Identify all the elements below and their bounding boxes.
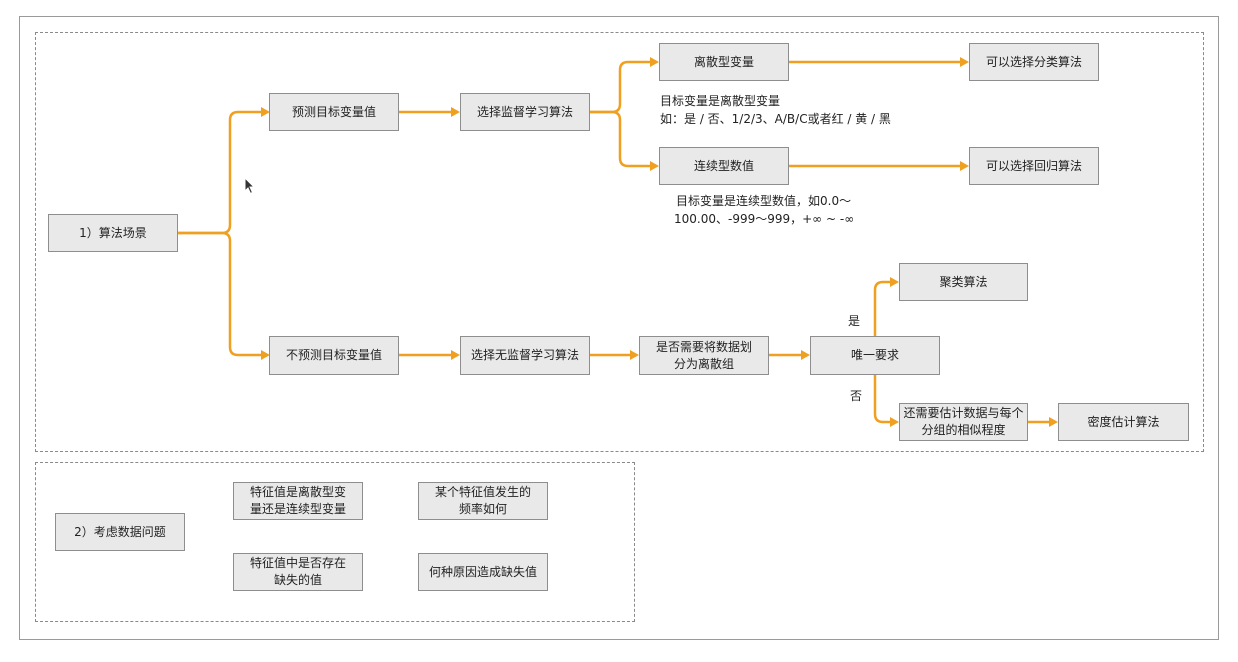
node-unsupervised[interactable]: 选择无监督学习算法 [460,336,590,375]
node-classification[interactable]: 可以选择分类算法 [969,43,1099,81]
node-regression[interactable]: 可以选择回归算法 [969,147,1099,185]
node-split-groups[interactable]: 是否需要将数据划分为离散组 [639,336,769,375]
node-continuous-value[interactable]: 连续型数值 [659,147,789,185]
edge-unique-clustering [873,280,891,336]
continuous-note-line-2: 100.00、-999～999，+∞ ~ -∞ [674,212,855,226]
node-feature-type[interactable]: 特征值是离散型变量还是连续型变量 [233,482,363,520]
arrowhead [960,161,969,171]
edge-scene-no-predict [178,231,262,357]
arrowhead [1049,417,1058,427]
edge-scene-predict [178,110,262,235]
node-feature-frequency[interactable]: 某个特征值发生的频率如何 [418,482,548,520]
continuous-note-line-1: 目标变量是连续型数值，如0.0～ [676,194,852,208]
node-unique-requirement[interactable]: 唯一要求 [810,336,940,375]
mouse-cursor-icon [244,177,256,195]
node-supervised[interactable]: 选择监督学习算法 [460,93,590,131]
edge-unique-similarity [873,375,891,424]
node-algorithm-scene[interactable]: 1）算法场景 [48,214,178,252]
arrowhead [801,350,810,360]
discrete-note-line-1: 目标变量是离散型变量 [660,94,781,108]
node-no-predict-target[interactable]: 不预测目标变量值 [269,336,399,375]
data-issue-group [35,462,635,622]
arrowhead [650,57,659,67]
arrowhead [890,417,899,427]
node-density-estimation[interactable]: 密度估计算法 [1058,403,1189,441]
arrowhead [451,350,460,360]
node-missing-reason[interactable]: 何种原因造成缺失值 [418,553,548,591]
arrowhead [261,350,270,360]
node-similarity[interactable]: 还需要估计数据与每个分组的相似程度 [899,403,1028,441]
yes-label: 是 [848,314,861,328]
arrowhead [960,57,969,67]
node-predict-target[interactable]: 预测目标变量值 [269,93,399,131]
discrete-note-line-2: 如：是 / 否、1/2/3、A/B/C或者红 / 黄 / 黑 [660,112,891,126]
arrowhead [261,107,270,117]
arrowhead [650,161,659,171]
arrowhead [630,350,639,360]
node-feature-missing[interactable]: 特征值中是否存在缺失的值 [233,553,363,591]
arrowhead [890,277,899,287]
node-discrete-variable[interactable]: 离散型变量 [659,43,789,81]
edge-supervised-discrete [590,60,651,114]
edge-supervised-continuous [590,110,651,168]
node-consider-data[interactable]: 2）考虑数据问题 [55,513,185,551]
arrowhead [451,107,460,117]
canvas-frame [19,16,1219,640]
algorithm-scene-group [35,32,1204,452]
no-label: 否 [850,389,863,403]
node-clustering[interactable]: 聚类算法 [899,263,1028,301]
